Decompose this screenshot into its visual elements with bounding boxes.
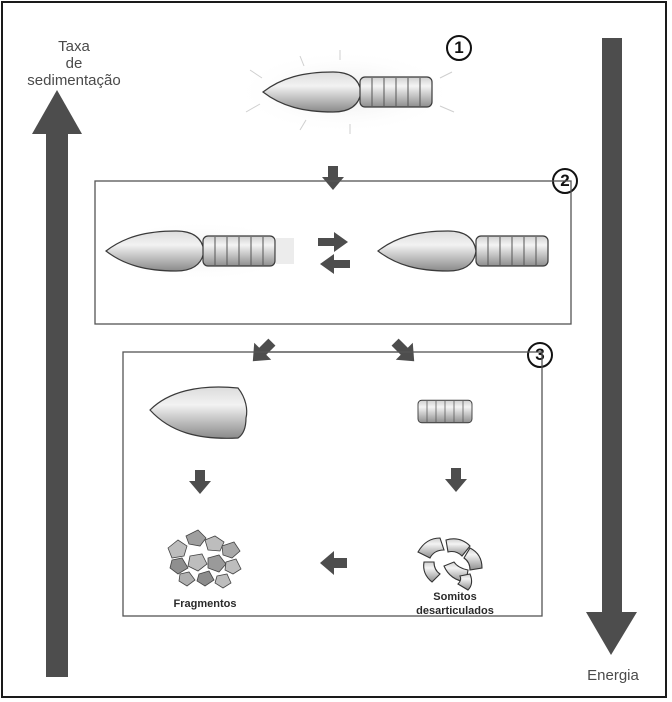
stage-2-box — [94, 180, 572, 325]
detached-abdomen — [417, 399, 473, 424]
exchange-arrows — [318, 232, 350, 274]
label-line-1: Taxa — [58, 38, 90, 55]
label-line-2: de — [65, 55, 83, 72]
fragments-caption: Fragmentos — [173, 598, 237, 610]
somites-caption: Somitos desarticulados — [395, 590, 515, 618]
label-line-3: sedimentação — [27, 72, 121, 89]
stage-2-specimen-left — [100, 221, 300, 281]
somites-caption-line-2: desarticulados — [416, 605, 494, 617]
arrow-to-fragments — [189, 470, 211, 494]
arrow-somites-to-fragments — [320, 551, 347, 575]
sedimentation-axis-arrow — [32, 90, 82, 677]
arrow-to-stage-2 — [322, 166, 344, 190]
energy-axis-arrow — [586, 38, 637, 655]
somites-cluster — [417, 537, 483, 591]
arrow-to-somites — [445, 468, 467, 492]
stage-3-box — [122, 351, 543, 617]
somites-caption-line-1: Somitos — [433, 591, 477, 603]
energy-label: Energia — [587, 667, 639, 684]
sedimentation-rate-label: Taxa de sedimentação — [18, 38, 130, 89]
stage-2-specimen-right — [377, 230, 549, 272]
fragments-cluster — [167, 529, 242, 589]
stage-1-intact-specimen — [235, 50, 455, 134]
stage-badge-3: 3 — [527, 342, 553, 368]
stage-badge-1: 1 — [446, 35, 472, 61]
detached-carapace — [149, 386, 248, 439]
